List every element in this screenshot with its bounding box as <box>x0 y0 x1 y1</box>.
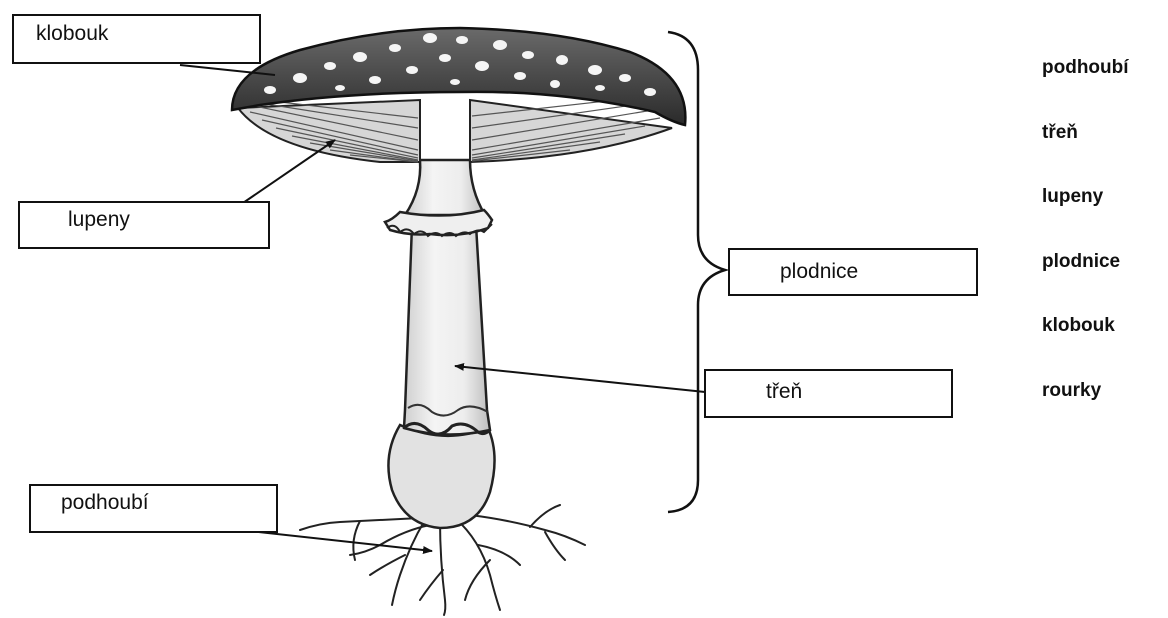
label-podhoubi: podhoubí <box>61 492 149 513</box>
label-box-plodnice[interactable]: plodnice <box>728 248 978 296</box>
word-bank-item: třeň <box>1042 120 1129 185</box>
stem <box>404 225 490 435</box>
label-lupeny: lupeny <box>68 209 130 230</box>
word-bank-item: lupeny <box>1042 184 1129 249</box>
word-bank-item: podhoubí <box>1042 55 1129 120</box>
label-plodnice: plodnice <box>780 261 858 282</box>
volva <box>388 425 494 528</box>
word-bank: podhoubí třeň lupeny plodnice klobouk ro… <box>1042 55 1129 442</box>
label-box-lupeny[interactable]: lupeny <box>18 201 270 249</box>
word-bank-item: rourky <box>1042 378 1129 443</box>
label-klobouk: klobouk <box>36 23 108 44</box>
word-bank-item: klobouk <box>1042 313 1129 378</box>
leader-line-tren <box>455 366 705 392</box>
leader-line-lupeny <box>240 140 335 205</box>
label-tren: třeň <box>766 381 802 402</box>
word-bank-item: plodnice <box>1042 249 1129 314</box>
label-box-podhoubi[interactable]: podhoubí <box>29 484 278 533</box>
label-box-tren[interactable]: třeň <box>704 369 953 418</box>
label-box-klobouk[interactable]: klobouk <box>12 14 261 64</box>
